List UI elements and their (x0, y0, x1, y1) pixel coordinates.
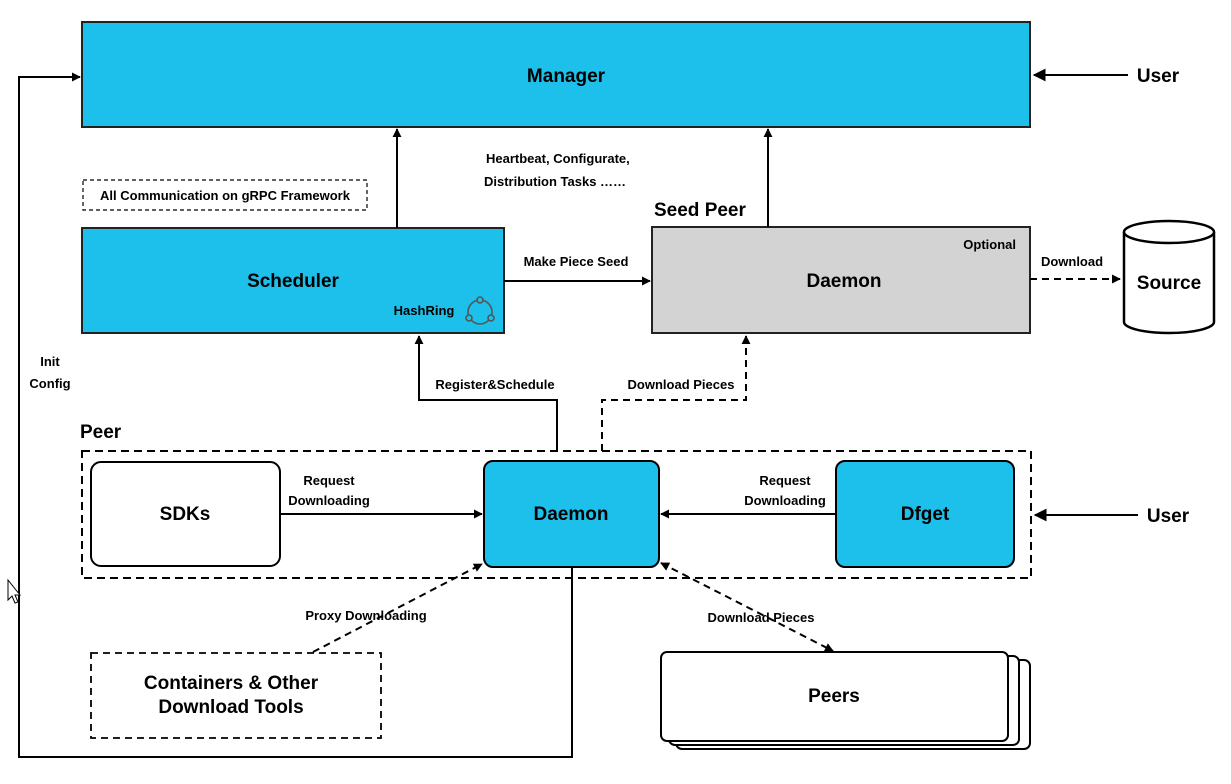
grpc-note: All Communication on gRPC Framework (100, 188, 351, 203)
sdk-request-label-line1: Request (303, 473, 355, 488)
containers-box (90, 652, 382, 739)
proxy-downloading-label: Proxy Downloading (305, 608, 426, 623)
download-pieces-seed-arrow (601, 335, 751, 451)
init-config-label-line2: Config (29, 376, 70, 391)
optional-label: Optional (963, 237, 1016, 252)
make-piece-seed-label: Make Piece Seed (524, 254, 629, 269)
scheduler-label: Scheduler (247, 271, 339, 292)
scheduler-box (81, 227, 505, 334)
mouse-cursor-icon (7, 578, 22, 604)
peers-box (660, 651, 1009, 742)
peer-daemon-label: Daemon (534, 504, 609, 525)
heartbeat-note-line1: Heartbeat, Configurate, (486, 151, 630, 166)
dfget-request-label-line2: Downloading (744, 493, 826, 508)
sdk-request-label-line2: Downloading (288, 493, 370, 508)
init-config-arrow (18, 72, 573, 758)
manager-box (81, 21, 1031, 128)
proxy-downloading-arrow (312, 563, 483, 653)
containers-label-line2: Download Tools (158, 697, 303, 718)
download-pieces-peers-arrow (660, 562, 834, 652)
peer-title: Peer (80, 422, 122, 443)
register-schedule-arrow (414, 335, 558, 451)
peers-stack (660, 651, 1031, 750)
seed-peer-daemon-label: Daemon (807, 271, 882, 292)
download-pieces-seed-label: Download Pieces (628, 377, 735, 392)
hashring-icon (465, 296, 495, 325)
user-label-bottom: User (1147, 506, 1190, 527)
dfget-request-label-line1: Request (759, 473, 811, 488)
peers-label: Peers (808, 686, 860, 707)
dfget-label: Dfget (901, 504, 950, 525)
heartbeat-note-line2: Distribution Tasks …… (484, 174, 626, 189)
download-pieces-peers-label: Download Pieces (708, 610, 815, 625)
hashring-label: HashRing (394, 303, 455, 318)
containers-label-line1: Containers & Other (144, 673, 319, 694)
seed-peer-title: Seed Peer (654, 200, 746, 221)
source-database-icon (1122, 219, 1216, 335)
seed-peer-daemon-box (651, 226, 1031, 334)
source-label: Source (1137, 273, 1201, 294)
download-source-label: Download (1041, 254, 1103, 269)
manager-label: Manager (527, 66, 606, 87)
user-label-top: User (1137, 66, 1180, 87)
register-schedule-label: Register&Schedule (435, 377, 554, 392)
init-config-label-line1: Init (40, 354, 60, 369)
grpc-note-box (82, 179, 368, 211)
sdks-label: SDKs (160, 504, 211, 525)
